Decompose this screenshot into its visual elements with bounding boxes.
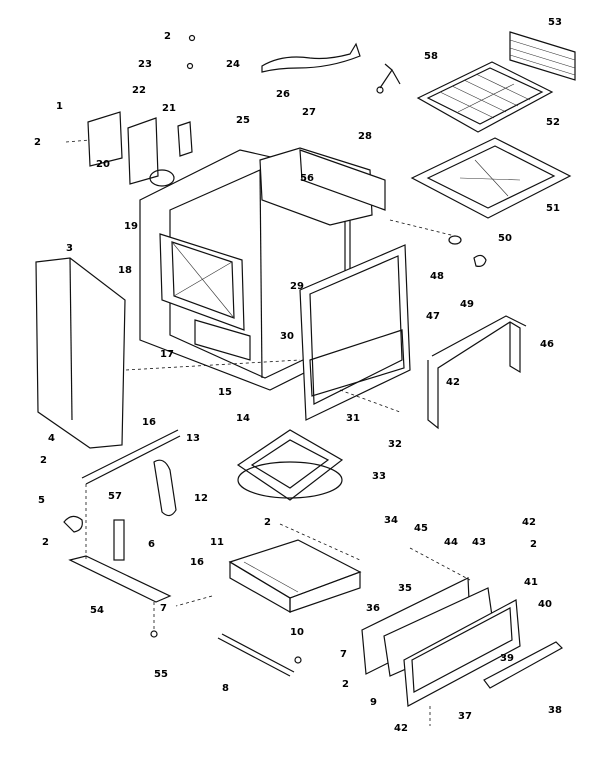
callout-42-bottom: 42	[394, 723, 408, 734]
part-drawer	[228, 539, 362, 614]
callout-20: 20	[96, 159, 110, 170]
callout-11: 11	[210, 537, 224, 548]
callout-15: 15	[218, 387, 232, 398]
callout-4: 4	[48, 433, 55, 444]
callout-26: 26	[276, 89, 290, 100]
leader-lines	[65, 139, 471, 726]
callout-2-midleft: 2	[40, 455, 47, 466]
callout-57: 57	[108, 491, 122, 502]
callout-27: 27	[302, 107, 316, 118]
callout-23: 23	[138, 59, 152, 70]
callout-30: 30	[280, 331, 294, 342]
callout-56: 56	[300, 173, 314, 184]
callout-2-right: 2	[530, 539, 537, 550]
callout-16: 16	[142, 417, 156, 428]
part-kickplate-rail	[217, 633, 302, 677]
part-trim-strip	[483, 641, 563, 689]
callout-7-right: 7	[340, 649, 347, 660]
callout-33: 33	[372, 471, 386, 482]
callout-13: 13	[186, 433, 200, 444]
callout-16-lower: 16	[190, 557, 204, 568]
part-broiler-grid	[416, 61, 554, 133]
callout-46: 46	[540, 339, 554, 350]
callout-39: 39	[500, 653, 514, 664]
callout-51: 51	[546, 203, 560, 214]
callout-29: 29	[290, 281, 304, 292]
callout-25: 25	[236, 115, 250, 126]
callout-2-top: 2	[164, 31, 171, 42]
part-base-rail	[68, 555, 172, 638]
callout-42-upper: 42	[446, 377, 460, 388]
callout-19: 19	[124, 221, 138, 232]
part-door-frame	[299, 244, 411, 421]
part-rack-top	[509, 31, 576, 81]
callout-41: 41	[524, 577, 538, 588]
callout-58: 58	[424, 51, 438, 62]
callout-37: 37	[458, 711, 472, 722]
callout-34: 34	[384, 515, 398, 526]
part-broiler-pan	[410, 137, 572, 219]
callout-18: 18	[118, 265, 132, 276]
callout-53: 53	[548, 17, 562, 28]
part-screws-top	[186, 34, 361, 73]
callout-38: 38	[548, 705, 562, 716]
callout-24: 24	[226, 59, 240, 70]
callout-2-bottom: 2	[342, 679, 349, 690]
callout-14: 14	[236, 413, 250, 424]
callout-42-right: 42	[522, 517, 536, 528]
callout-21: 21	[162, 103, 176, 114]
callout-44: 44	[444, 537, 458, 548]
callout-17: 17	[160, 349, 174, 360]
callout-54: 54	[90, 605, 104, 616]
callout-43: 43	[472, 537, 486, 548]
callout-40: 40	[538, 599, 552, 610]
callout-45: 45	[414, 523, 428, 534]
callout-48: 48	[430, 271, 444, 282]
callout-52: 52	[546, 117, 560, 128]
callout-8: 8	[222, 683, 229, 694]
callout-31: 31	[346, 413, 360, 424]
callout-10: 10	[290, 627, 304, 638]
callout-2-lower-left: 2	[42, 537, 49, 548]
part-side-panel	[35, 257, 126, 449]
callout-12: 12	[194, 493, 208, 504]
callout-35: 35	[398, 583, 412, 594]
callout-5: 5	[38, 495, 45, 506]
callout-6: 6	[148, 539, 155, 550]
callout-47: 47	[426, 311, 440, 322]
part-drawer-door-panels	[361, 577, 521, 707]
callout-2-drawer: 2	[264, 517, 271, 528]
callout-22: 22	[132, 85, 146, 96]
part-side-brackets	[87, 111, 193, 187]
part-door-gasket	[427, 315, 527, 430]
callout-50: 50	[498, 233, 512, 244]
callout-9: 9	[370, 697, 377, 708]
callout-32: 32	[388, 439, 402, 450]
part-bake-pan	[236, 429, 344, 501]
callout-55: 55	[154, 669, 168, 680]
part-mounting-brackets	[63, 429, 181, 561]
callout-7-left: 7	[160, 603, 167, 614]
callout-49: 49	[460, 299, 474, 310]
part-clip	[376, 63, 401, 94]
callout-36: 36	[366, 603, 380, 614]
part-knob	[448, 235, 487, 267]
callout-1: 1	[56, 101, 63, 112]
callout-28: 28	[358, 131, 372, 142]
callout-2-left: 2	[34, 137, 41, 148]
callout-3: 3	[66, 243, 73, 254]
